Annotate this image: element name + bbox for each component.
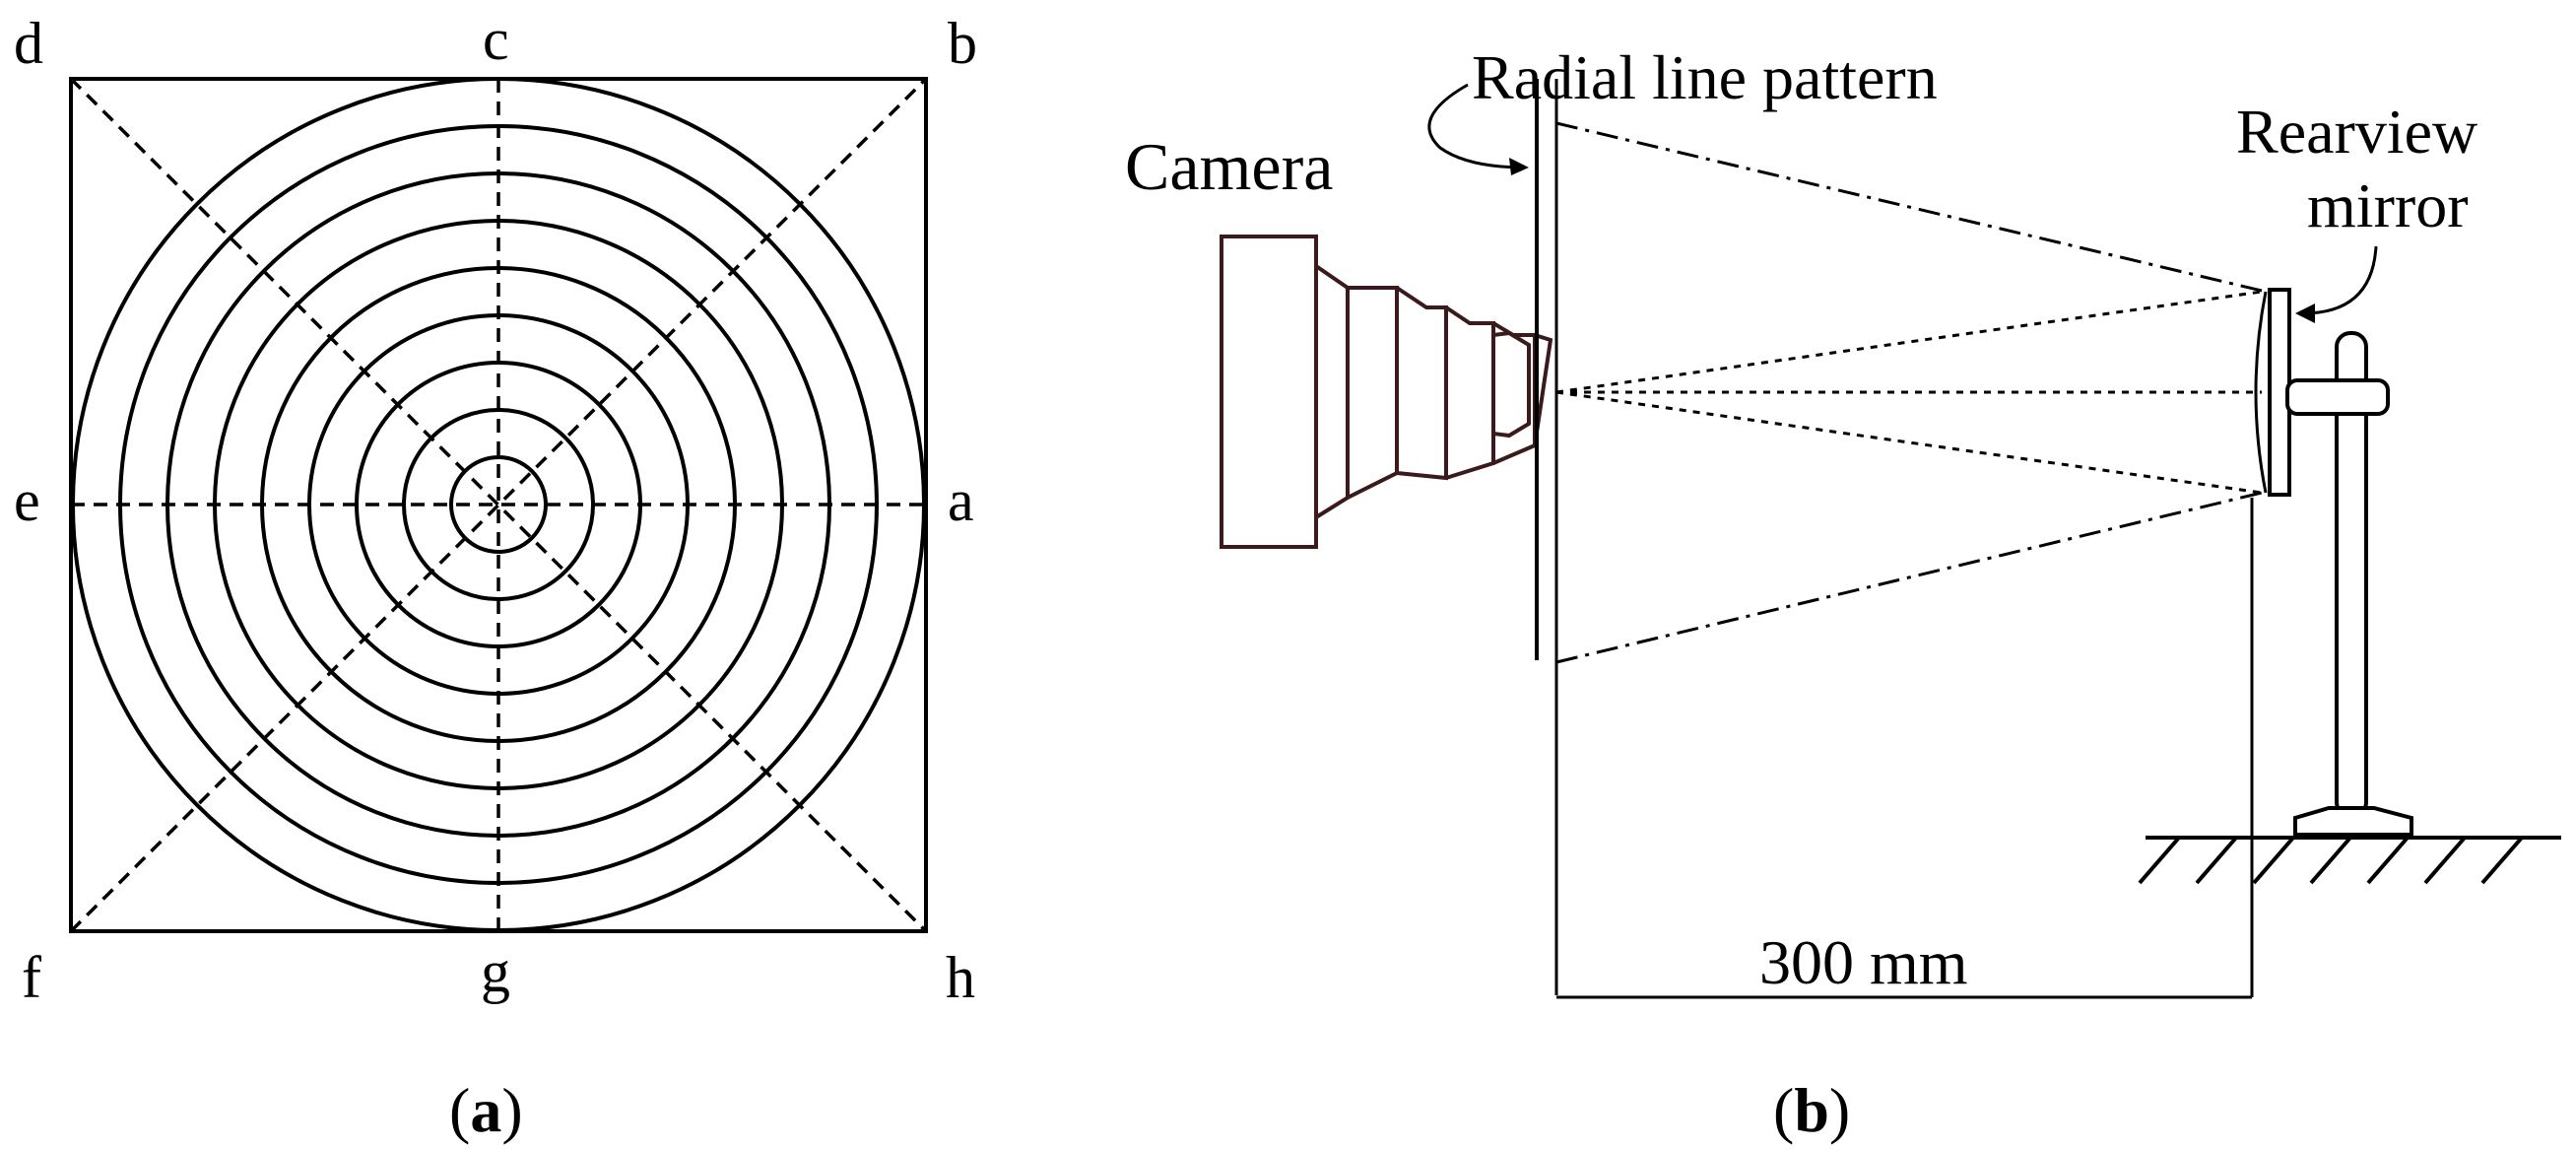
- camera-label: Camera: [1125, 129, 1333, 204]
- label-h: h: [946, 945, 975, 1010]
- outer-ray-top: [1555, 121, 2263, 293]
- label-f: f: [22, 945, 41, 1010]
- inner-ray-top: [1555, 290, 2263, 394]
- inner-ray-bottom: [1555, 390, 2263, 495]
- mirror-label-line1: Rearview: [2236, 97, 2477, 167]
- caption-a: (a): [449, 1075, 523, 1145]
- mirror-arrowhead: [2295, 304, 2315, 323]
- label-a: a: [948, 468, 974, 533]
- stand-base: [2293, 806, 2413, 837]
- outer-rays: [1555, 121, 2263, 664]
- camera-lens: [1491, 330, 1531, 439]
- ring-1: [449, 455, 548, 554]
- panel-b-setup: Camera Radial line pattern: [1125, 42, 2561, 1145]
- label-b: b: [948, 11, 977, 76]
- ground: [2138, 836, 2561, 885]
- distance-dimension: [1556, 498, 2254, 999]
- camera-bellows: [1314, 264, 1553, 519]
- label-e: e: [14, 468, 40, 533]
- camera-body: [1220, 235, 1318, 549]
- panel-a-radial-target: d c b e a f g h (a): [14, 7, 977, 1145]
- camera: [1220, 235, 1553, 549]
- radial-pattern-label: Radial line pattern: [1472, 42, 1938, 112]
- radial-dashed-lines: [69, 77, 928, 933]
- label-c: c: [483, 7, 509, 72]
- ground-hatching: [2138, 836, 2524, 885]
- label-d: d: [14, 11, 43, 76]
- radial-line-f-b: [69, 77, 928, 933]
- outer-ray-bottom: [1555, 491, 2263, 664]
- pattern-arrowhead: [1509, 158, 1529, 175]
- mirror-pointer-arrow: [2302, 245, 2378, 315]
- mirror-surface: [2254, 291, 2268, 494]
- stand-arm: [2285, 378, 2390, 416]
- caption-b: (b): [1773, 1075, 1850, 1145]
- mirror-stand: [2285, 331, 2413, 837]
- inner-rays: [1555, 290, 2263, 495]
- pattern-pointer-arrow: [1427, 83, 1526, 169]
- rearview-mirror: [2254, 288, 2291, 497]
- distance-label: 300 mm: [1759, 927, 1968, 997]
- label-g: g: [481, 939, 510, 1004]
- radial-line-d-h: [69, 77, 928, 933]
- mirror-label-line2: mirror: [2307, 170, 2469, 240]
